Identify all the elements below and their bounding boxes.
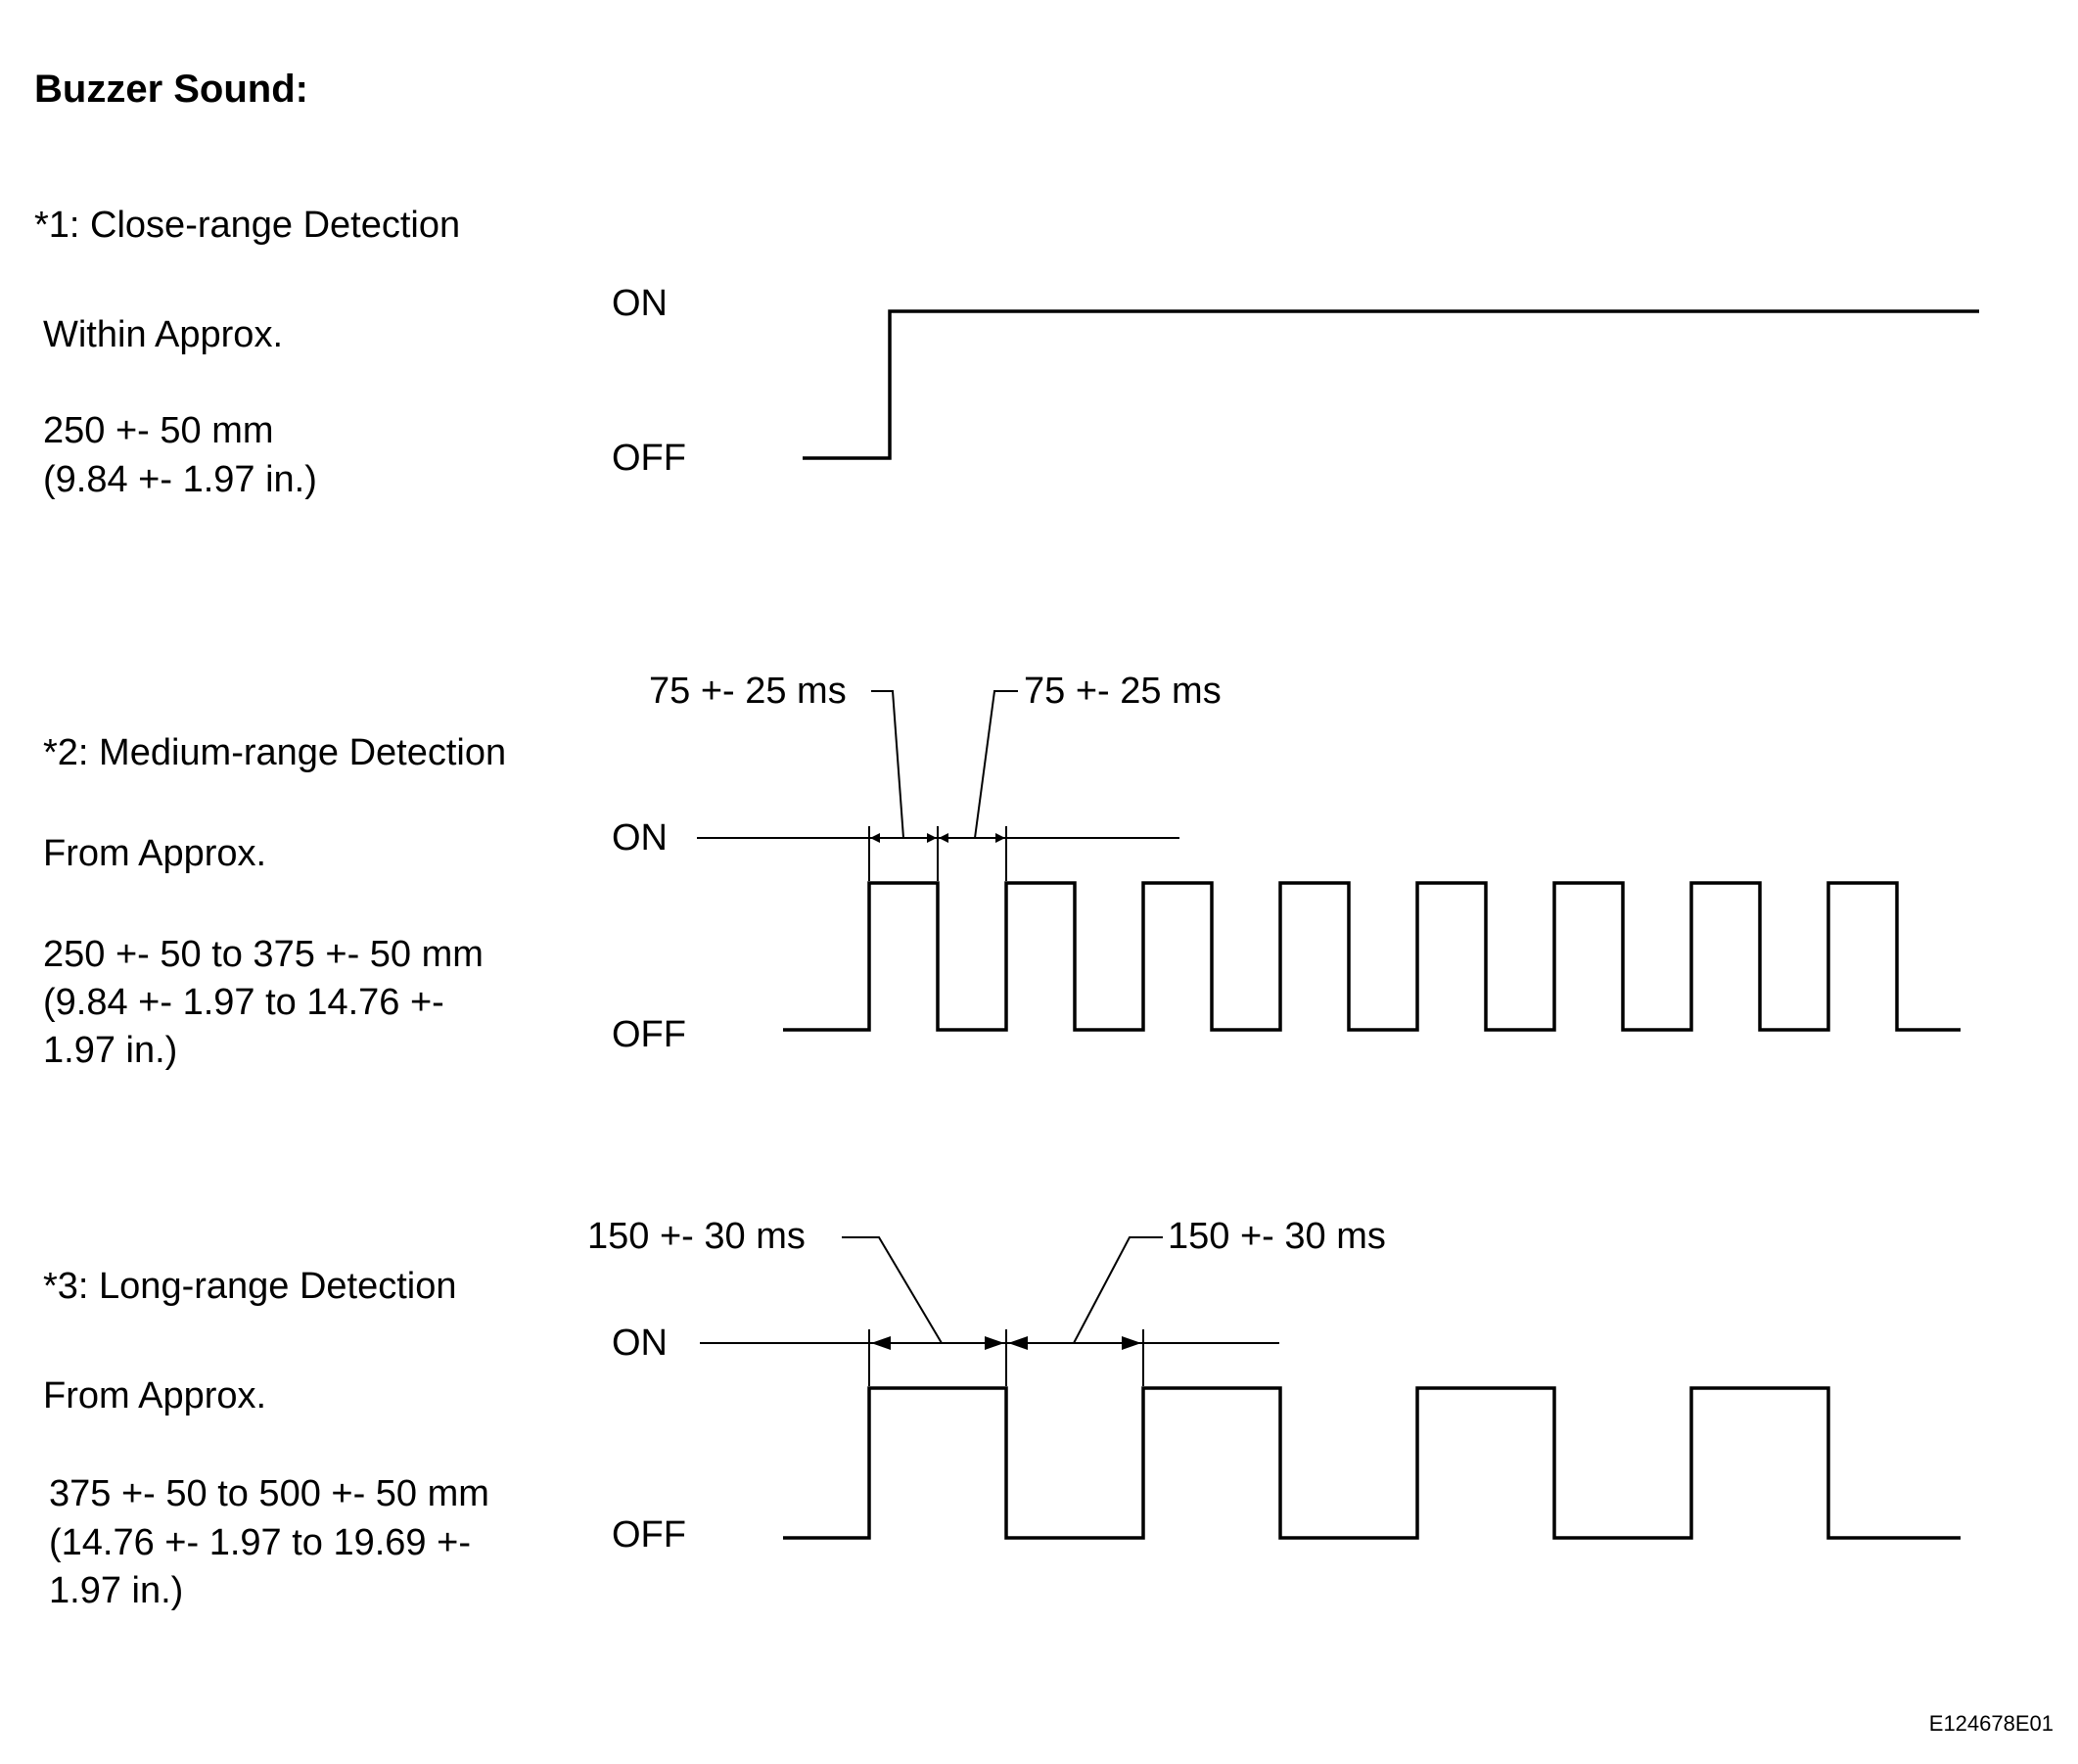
section-2-range-line-3: (9.84 +- 1.97 to 14.76 +- bbox=[43, 982, 444, 1023]
section-3-signal-waveform bbox=[783, 1386, 1961, 1540]
section-2-range-line-2: 250 +- 50 to 375 +- 50 mm bbox=[43, 934, 484, 975]
section-2-timing-label-2: 75 +- 25 ms bbox=[1024, 671, 1222, 712]
section-1-signal-waveform bbox=[803, 309, 1979, 460]
section-2-range-line-4: 1.97 in.) bbox=[43, 1030, 177, 1071]
section-3-off-label: OFF bbox=[612, 1514, 686, 1555]
section-2-off-label: OFF bbox=[612, 1014, 686, 1055]
section-2-timing-leader-1 bbox=[871, 690, 904, 839]
section-3-timing-leader-1 bbox=[842, 1236, 943, 1344]
section-3-timing-label-1: 150 +- 30 ms bbox=[587, 1216, 806, 1257]
section-1-on-label: ON bbox=[612, 283, 668, 324]
section-3-on-label: ON bbox=[612, 1323, 668, 1364]
section-2-timing-leader-2 bbox=[974, 690, 1018, 839]
section-1-range-line-1: Within Approx. bbox=[43, 314, 283, 355]
section-3-range-line-1: From Approx. bbox=[43, 1375, 266, 1416]
section-3-range-line-2: 375 +- 50 to 500 +- 50 mm bbox=[49, 1473, 489, 1514]
section-2-range-line-1: From Approx. bbox=[43, 833, 266, 874]
section-close-range: *1: Close-range Detection Within Approx.… bbox=[34, 205, 1979, 500]
section-3-range-line-4: 1.97 in.) bbox=[49, 1570, 183, 1611]
section-3-timing-leader-2 bbox=[1073, 1236, 1163, 1344]
section-1-range-line-2: 250 +- 50 mm bbox=[43, 410, 274, 451]
section-medium-range: *2: Medium-range Detection From Approx. … bbox=[43, 671, 1961, 1071]
section-1-off-label: OFF bbox=[612, 438, 686, 479]
section-1-range-line-3: (9.84 +- 1.97 in.) bbox=[43, 459, 317, 500]
section-2-signal-waveform bbox=[783, 881, 1961, 1032]
section-2-heading: *2: Medium-range Detection bbox=[43, 732, 506, 773]
section-3-range-line-3: (14.76 +- 1.97 to 19.69 +- bbox=[49, 1522, 471, 1563]
section-2-timing-label-1: 75 +- 25 ms bbox=[649, 671, 847, 712]
page-title: Buzzer Sound: bbox=[34, 68, 308, 111]
section-3-heading: *3: Long-range Detection bbox=[43, 1266, 457, 1307]
section-2-on-label: ON bbox=[612, 817, 668, 859]
section-long-range: *3: Long-range Detection From Approx. 37… bbox=[43, 1216, 1961, 1611]
section-1-heading: *1: Close-range Detection bbox=[34, 205, 460, 246]
figure-code: E124678E01 bbox=[1929, 1711, 2054, 1736]
section-3-timing-label-2: 150 +- 30 ms bbox=[1168, 1216, 1386, 1257]
